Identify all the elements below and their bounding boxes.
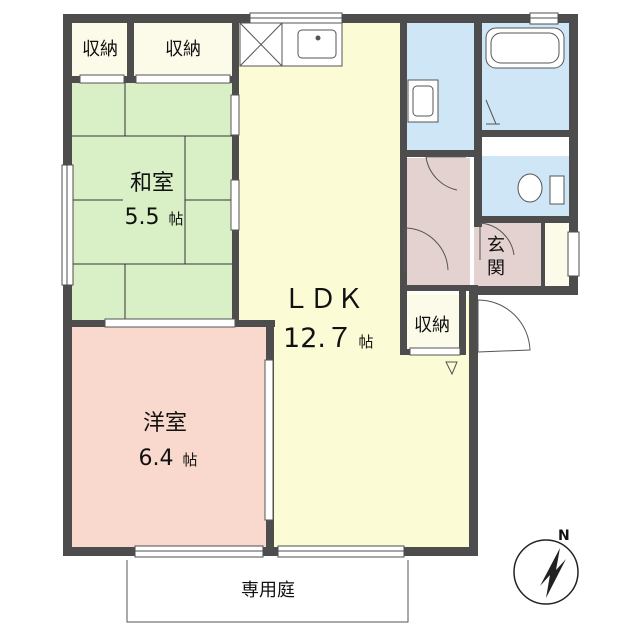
ldk-unit: 帖 — [358, 333, 373, 351]
door-ldk-hall — [404, 227, 449, 272]
bathtub — [485, 27, 565, 69]
washitsu-area: 5.5 — [125, 205, 160, 230]
compass-arrow-icon — [540, 548, 566, 598]
swing-doors — [404, 156, 531, 376]
ldk-name: ＬＤＫ — [283, 284, 364, 315]
door-washroom — [425, 156, 466, 191]
genkan-label-2: 関 — [487, 258, 505, 279]
compass-north-label: N — [558, 528, 570, 544]
kitchen-counter — [239, 22, 343, 67]
compass: N — [513, 528, 579, 605]
door-toilet — [479, 222, 515, 260]
storage-2-fill — [134, 22, 234, 78]
youshitsu-name: 洋室 — [143, 411, 187, 436]
washitsu-unit: 帖 — [168, 210, 183, 228]
storage-3-fill — [404, 297, 462, 353]
window-toilet — [567, 231, 580, 277]
storage-1-fill — [71, 22, 129, 78]
youshitsu-unit: 帖 — [182, 451, 197, 469]
washitsu-fill — [71, 83, 234, 321]
garden-label: 専用庭 — [241, 580, 295, 601]
hall-fill — [404, 158, 470, 286]
toilet-bowl — [517, 173, 543, 203]
genkan-fill — [474, 223, 542, 286]
storage-1-label: 収納 — [82, 39, 118, 60]
youshitsu-area: 6.4 — [139, 446, 174, 471]
door-entrance — [477, 299, 531, 353]
room-labels: 収納 収納 和室 5.5 帖 洋室 6.4 帖 ＬＤＫ 12.７ 帖 収納 玄 … — [82, 39, 505, 601]
tatami-lines — [71, 83, 234, 321]
fixtures — [407, 27, 565, 205]
genkan-label-1: 玄 — [487, 235, 505, 256]
ldk-area: 12.７ — [283, 323, 353, 354]
storage-3-label: 収納 — [414, 315, 450, 336]
storage-2-label: 収納 — [165, 39, 201, 60]
window-center-lines — [66, 17, 558, 552]
sliding-doors — [79, 74, 461, 521]
youshitsu-fill — [71, 326, 267, 548]
garden — [126, 560, 409, 623]
washitsu-name: 和室 — [130, 171, 174, 196]
shoe-box-fill — [545, 223, 570, 286]
